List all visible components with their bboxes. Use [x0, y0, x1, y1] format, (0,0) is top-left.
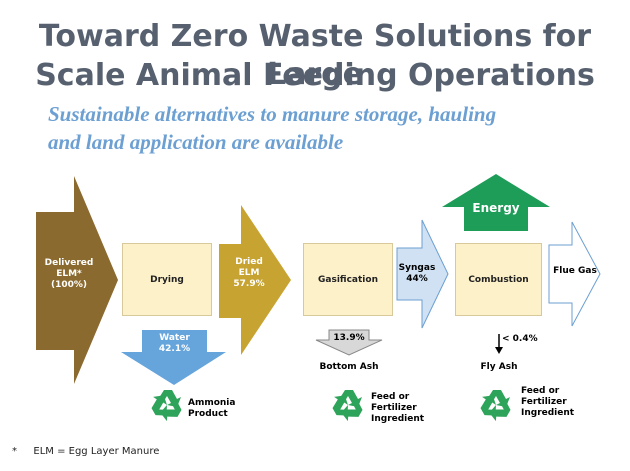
feed-fertilizer-label-1: Feed or Fertilizer Ingredient — [371, 392, 441, 425]
water-arrow — [121, 330, 226, 385]
water-label: Water 42.1% — [142, 333, 207, 355]
recycle-icon — [151, 389, 183, 422]
drying-label: Drying — [150, 274, 184, 285]
subtitle-line1: Sustainable alternatives to manure stora… — [48, 102, 497, 126]
slide-title-line1: Toward Zero Waste Solutions for Large — [38, 19, 592, 92]
dried-line2: ELM — [238, 268, 260, 278]
fly-ash-label: Fly Ash — [480, 362, 518, 372]
recycle-icon — [480, 390, 511, 422]
dried-line3: 57.9% — [233, 279, 265, 289]
gasification-box: Gasification — [303, 243, 393, 316]
flue-gas-arrow — [548, 221, 601, 327]
feed-fertilizer-label-2: Feed or Fertilizer Ingredient — [521, 386, 591, 419]
fly-ash-pct-label: < 0.4% — [502, 334, 538, 344]
dried-elm-arrow — [219, 205, 291, 355]
slide-title-line2: Scale Animal Feeding Operations — [35, 58, 595, 93]
syngas-line1: Syngas — [398, 263, 436, 273]
ammonia-product-label: Ammonia Product — [188, 398, 258, 420]
bottom-ash-label: Bottom Ash — [319, 362, 379, 372]
feed2-line2: Fertilizer — [521, 397, 567, 407]
feed2-line1: Feed or — [521, 386, 560, 396]
gasification-label: Gasification — [318, 274, 378, 285]
combustion-box: Combustion — [455, 243, 542, 316]
water-line2: 42.1% — [158, 344, 191, 354]
delivered-elm-label: Delivered ELM* (100%) — [38, 258, 100, 291]
feed1-line2: Fertilizer — [371, 403, 417, 413]
dried-elm-label: Dried ELM 57.9% — [224, 257, 274, 290]
feed1-line3: Ingredient — [371, 414, 425, 424]
bottom-ash-pct-label: 13.9% — [333, 333, 365, 343]
flue-gas-label: Flue Gas — [553, 266, 597, 276]
feed1-line1: Feed or — [371, 392, 410, 402]
footnote-star: * — [12, 446, 17, 457]
syngas-arrow — [396, 219, 449, 329]
delivered-elm-arrow — [36, 176, 118, 384]
energy-arrow — [442, 174, 550, 231]
recycle-icon — [332, 390, 363, 422]
dried-line1: Dried — [235, 257, 263, 267]
drying-box: Drying — [122, 243, 212, 316]
delivered-line1: Delivered — [44, 258, 94, 268]
ammonia-line2: Product — [188, 409, 228, 419]
combustion-label: Combustion — [468, 274, 529, 285]
syngas-line2: 44% — [406, 274, 428, 284]
ammonia-line1: Ammonia — [188, 398, 236, 408]
footnote-text: ELM = Egg Layer Manure — [33, 446, 160, 457]
feed2-line3: Ingredient — [521, 408, 575, 418]
delivered-line2: ELM* — [56, 269, 82, 279]
subtitle-line2: and land application are available — [48, 130, 344, 154]
water-line1: Water — [159, 333, 190, 343]
energy-label: Energy — [472, 201, 520, 215]
bottom-ash-arrow — [315, 329, 383, 356]
footnote: * ELM = Egg Layer Manure — [12, 446, 159, 457]
syngas-label: Syngas 44% — [397, 263, 437, 285]
delivered-line3: (100%) — [50, 280, 88, 290]
